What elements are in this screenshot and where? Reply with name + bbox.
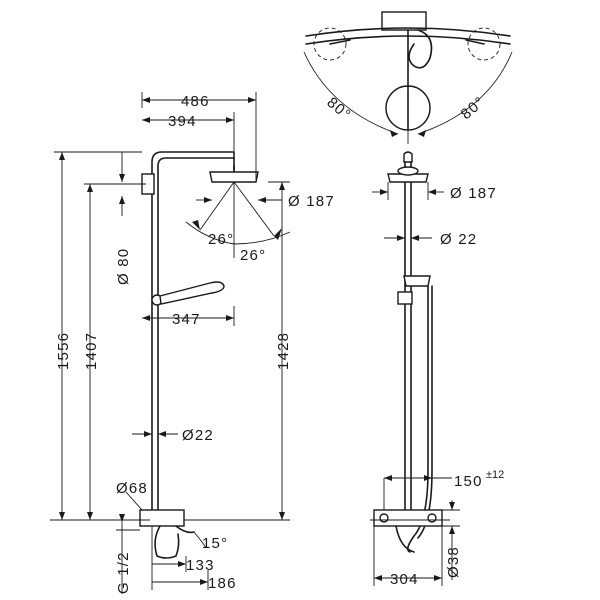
dim-22-right: Ø 22: [440, 231, 477, 248]
overhead-shower: [209, 171, 259, 183]
hand-shower: [159, 281, 225, 305]
dim-15: 15°: [202, 535, 228, 552]
dim-80-left-angle: 80°: [323, 94, 354, 124]
thermostat-front: [373, 509, 443, 527]
riser-pipe-inner: [157, 157, 235, 521]
hand-shower-front: [403, 275, 431, 287]
mixer-top-plan: [381, 11, 427, 31]
dim-68: Ø68: [116, 480, 148, 497]
dim-80: Ø 80: [115, 248, 132, 285]
dim-1556: 1556: [55, 332, 72, 370]
dim-187-left: Ø 187: [288, 193, 335, 210]
dim-1407: 1407: [83, 332, 100, 370]
dim-187-right: Ø 187: [450, 185, 497, 202]
dim-26-b: 26°: [240, 247, 266, 264]
dim-1428: 1428: [275, 332, 292, 370]
dim-394: 394: [168, 113, 197, 130]
dim-26-a: 26°: [208, 231, 234, 248]
dim-150: 150: [454, 473, 483, 490]
dim-g12: G 1/2: [115, 551, 132, 594]
dim-486: 486: [181, 93, 210, 110]
front-view: 80° 80° Ø 187 Ø 22: [303, 11, 513, 588]
bath-spout: [154, 525, 180, 559]
dim-347: 347: [172, 311, 201, 328]
dim-22-left: Ø22: [182, 427, 214, 444]
thermostat-body: [139, 509, 185, 527]
side-view: 486 394 Ø 187 26° 26° Ø 80: [50, 92, 335, 594]
dim-186: 186: [208, 575, 237, 592]
dim-150-tolerance: ±12: [486, 469, 504, 481]
dim-304: 304: [390, 571, 419, 588]
dim-38: Ø38: [445, 546, 462, 578]
riser-pipe: [151, 151, 235, 521]
dim-80-right-angle: 80°: [458, 93, 489, 123]
dim-133: 133: [186, 557, 215, 574]
